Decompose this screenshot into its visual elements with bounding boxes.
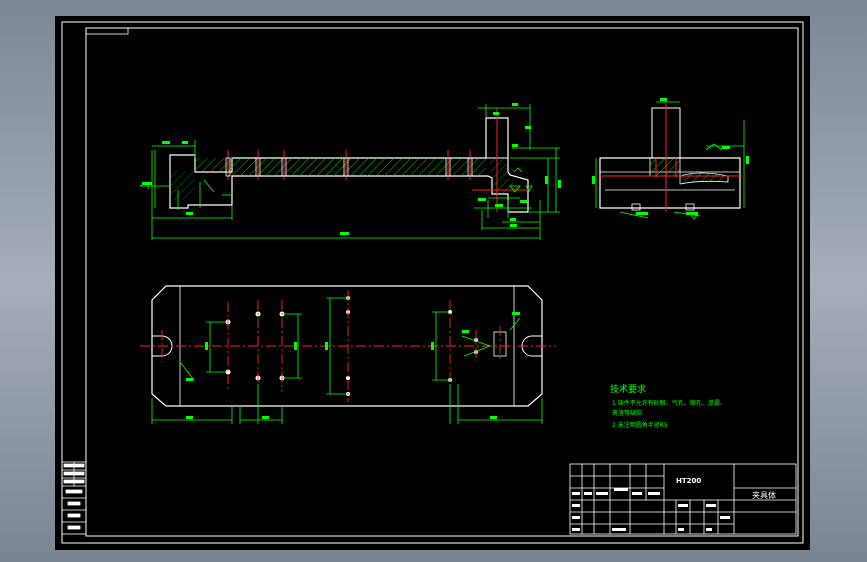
side-stamp-column — [61, 461, 87, 535]
sheet-border — [61, 21, 804, 544]
technical-requirements: 技术要求 1 铸件不允许有砂眼、气孔、缩孔、渗漏、 夹渣等缺陷 2 未注明圆角半… — [610, 383, 726, 429]
title-block-material: HT200 — [676, 477, 701, 485]
front-view-dim-labels — [142, 103, 561, 235]
side-view — [592, 98, 749, 220]
front-section-view — [169, 108, 529, 213]
tech-req-line-2: 夹渣等缺陷 — [612, 409, 642, 417]
drawing-viewport[interactable] — [55, 16, 810, 550]
tech-req-line-1: 1 铸件不允许有砂眼、气孔、缩孔、渗漏、 — [612, 399, 726, 407]
title-block — [569, 463, 797, 535]
tech-req-title: 技术要求 — [610, 383, 646, 395]
tech-req-line-3: 2 未注明圆角半径R5 — [612, 421, 668, 429]
title-block-fine-print — [572, 488, 730, 531]
plan-view-dimensions — [151, 297, 543, 424]
top-plan-view — [140, 285, 556, 407]
title-block-part-name: 夹具体 — [752, 490, 776, 500]
plan-view-dim-labels — [186, 312, 520, 419]
